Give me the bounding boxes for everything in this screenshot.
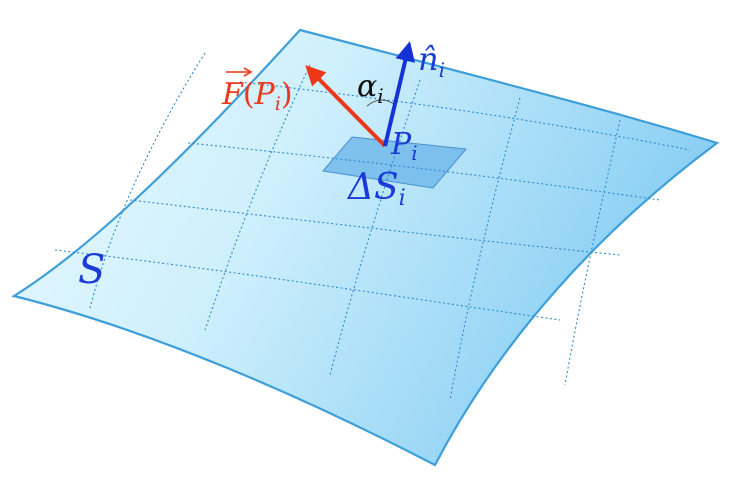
angle-arc [366,99,395,107]
field-label-close: ) [281,77,293,112]
patch-label-sub: i [399,186,406,211]
point-label-main: P [390,127,412,162]
normal-vector-arrow [383,41,416,147]
field-label-open: ( [243,77,255,112]
normal-label: n̂i [418,40,445,82]
patch-label: ΔSi [346,167,406,211]
field-label-overarrow-head [243,67,253,77]
svg-text:F(Pi): F(Pi) [221,77,293,115]
field-label-arg-sub: i [275,93,281,115]
point-label: Pi [390,127,418,165]
surface-label: S [78,247,105,293]
field-label-arg: P [254,77,276,112]
grid-longitudinal [89,52,621,401]
patch-label-symbol: ΔS [346,167,399,208]
angle-label-sub: i [377,84,383,108]
grid-transverse [54,81,691,321]
normal-label-sub: i [439,58,445,82]
patch-delta-s [322,136,467,189]
angle-label-main: α [357,69,377,104]
angle-label: αi [357,69,384,108]
field-label-main: F [221,77,244,112]
normal-label-main: n̂ [418,40,439,78]
field-vector-arrow [305,65,387,148]
point-label-sub: i [411,141,417,165]
field-label: F(Pi) [221,67,293,115]
